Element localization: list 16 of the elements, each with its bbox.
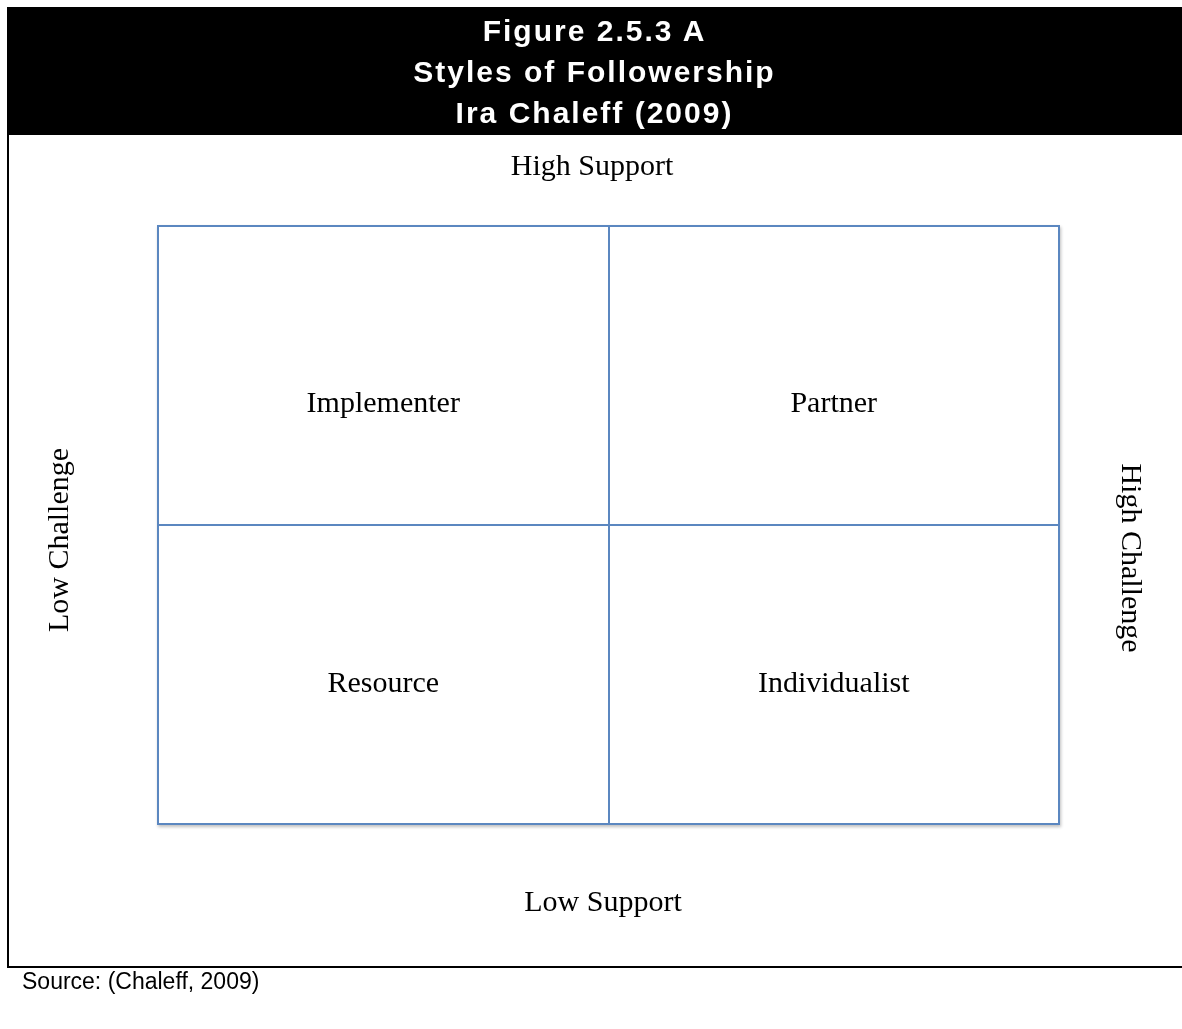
quadrant-cell xyxy=(608,226,1059,525)
figure-title: Figure 2.5.3 A xyxy=(482,12,707,49)
quadrant-label: Implementer xyxy=(306,384,460,419)
quadrant-cell xyxy=(158,226,609,525)
quadrant-cell xyxy=(608,525,1059,824)
quadrant-cell xyxy=(158,525,609,824)
axis-label: High Support xyxy=(510,148,674,182)
quadrant-label: Resource xyxy=(327,664,440,699)
subtitle: Ira Chaleff (2009) xyxy=(455,94,734,131)
axis-label: Low Support xyxy=(524,884,682,918)
subtitle: Styles of Followership xyxy=(413,53,776,90)
quadrant-label: Partner xyxy=(790,384,878,419)
axis-label: High Challenge xyxy=(1115,463,1149,653)
source-caption: Source: (Chaleff, 2009) xyxy=(22,968,260,995)
axis-label: Low Challenge xyxy=(41,447,75,633)
quadrant-label: Individualist xyxy=(757,664,910,699)
